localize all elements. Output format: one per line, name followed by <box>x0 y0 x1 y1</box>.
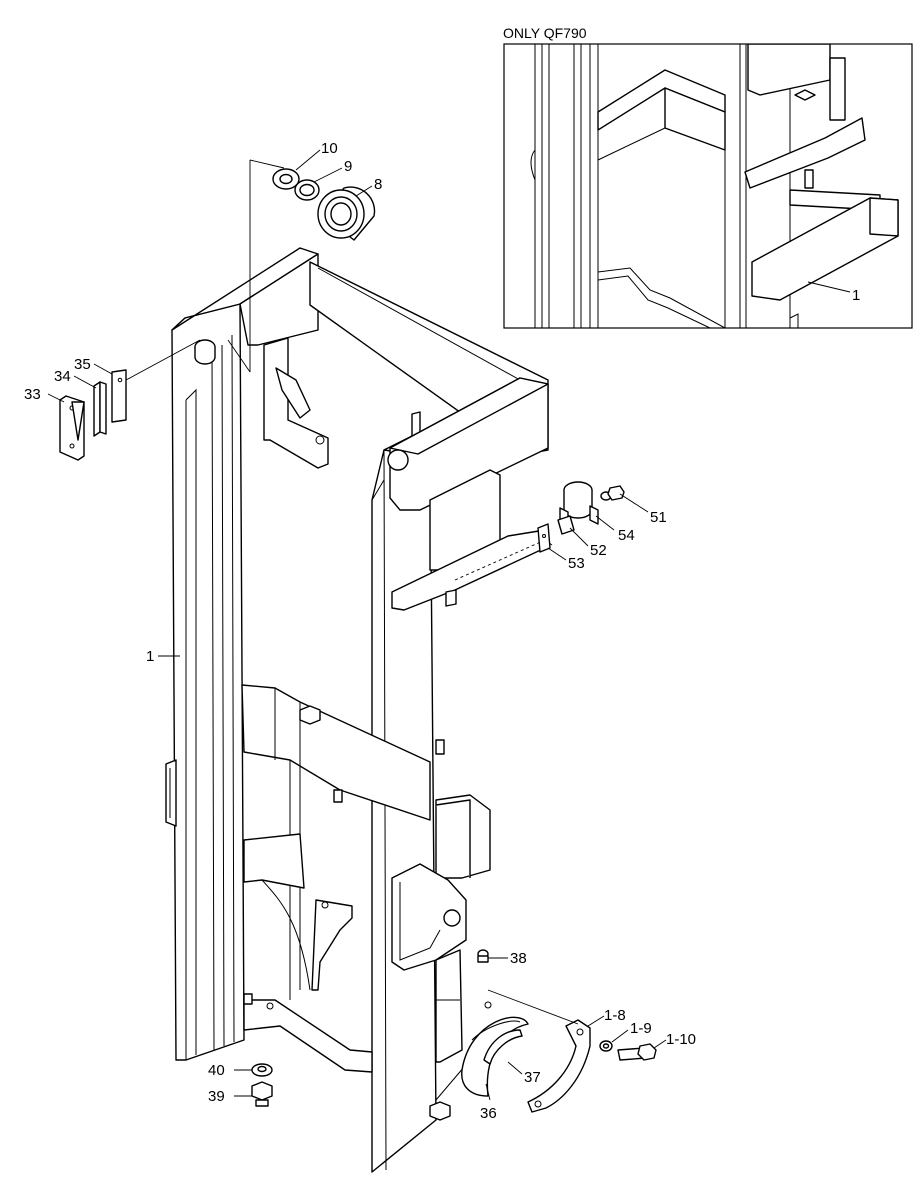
part-8-bearing <box>317 186 376 241</box>
part-1-10-bolt <box>617 1043 657 1061</box>
part-33-plate <box>59 395 85 461</box>
callout-51: 51 <box>650 509 667 526</box>
part-10-washer <box>272 168 300 190</box>
callout-1-9: 1-9 <box>630 1020 652 1037</box>
inset-label-1: 1 <box>852 287 860 304</box>
callout-1: 1 <box>146 648 154 665</box>
part-1-8-cap <box>527 1019 591 1113</box>
callout-10: 10 <box>321 140 338 157</box>
part-53-shim <box>537 523 551 553</box>
callout-1-10: 1-10 <box>666 1031 696 1048</box>
callout-36: 36 <box>480 1105 497 1122</box>
part-36-bushing <box>461 1016 529 1097</box>
callout-33: 33 <box>24 386 41 403</box>
callout-39: 39 <box>208 1088 225 1105</box>
inset-title: ONLY QF790 <box>503 25 587 41</box>
callout-54: 54 <box>618 527 635 544</box>
part-1-9-washer <box>599 1040 613 1052</box>
part-34-shim <box>93 381 107 437</box>
part-37-bushing-liner <box>483 1029 523 1065</box>
part-39-nut <box>251 1081 273 1107</box>
part-38-grease-fitting <box>477 949 489 963</box>
part-52-plate <box>557 515 575 535</box>
callout-53: 53 <box>568 555 585 572</box>
part-35-plate <box>111 369 127 423</box>
callout-9: 9 <box>344 158 352 175</box>
callout-labels: 10 9 8 35 34 33 51 54 52 53 1 38 1-8 1-9… <box>24 140 696 1122</box>
part-51-bolt <box>600 485 625 501</box>
callout-34: 34 <box>54 368 71 385</box>
part-9-washer <box>294 179 320 201</box>
part-40-washer <box>251 1063 273 1077</box>
callout-40: 40 <box>208 1062 225 1079</box>
callout-52: 52 <box>590 542 607 559</box>
callout-8: 8 <box>374 176 382 193</box>
callout-38: 38 <box>510 950 527 967</box>
callout-37: 37 <box>524 1069 541 1086</box>
part-54-clamp <box>559 481 599 527</box>
inset-detail-drawing <box>530 44 899 328</box>
callout-1-8: 1-8 <box>604 1007 626 1024</box>
mast-assembly <box>165 159 553 1173</box>
callout-35: 35 <box>74 356 91 373</box>
leader-lines <box>47 149 667 1101</box>
inset-panel: ONLY QF790 <box>503 25 913 329</box>
